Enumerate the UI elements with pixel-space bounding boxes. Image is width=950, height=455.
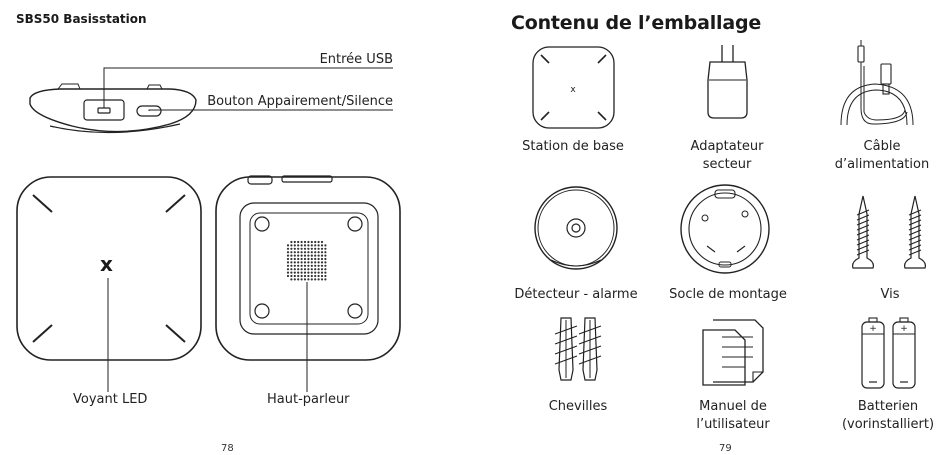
caption-screws: Vis xyxy=(835,286,945,304)
led-label: Voyant LED xyxy=(73,392,147,407)
caption-batteries: Batterien (vorinstalliert) xyxy=(833,398,943,434)
pairing-button-label: Bouton Appairement/Silence xyxy=(207,94,393,109)
user-manual-icon xyxy=(703,320,763,385)
screws-icon xyxy=(853,196,926,268)
usb-cable-icon xyxy=(841,40,913,125)
mounting-plate-icon xyxy=(681,185,769,273)
package-contents-illustrations: x xyxy=(475,0,950,455)
svg-text:+: + xyxy=(869,324,877,334)
speaker-label: Haut-parleur xyxy=(267,392,350,407)
base-station-icon: x xyxy=(533,47,614,128)
wall-plugs-icon xyxy=(555,318,601,380)
caption-cable: Câble d’alimentation xyxy=(827,138,937,174)
caption-base-station: Station de base xyxy=(518,138,628,156)
caption-wall-plugs: Chevilles xyxy=(523,398,633,416)
right-page: Contenu de l’emballage x xyxy=(475,0,950,455)
speaker-grille xyxy=(287,241,327,281)
svg-text:x: x xyxy=(570,85,576,95)
caption-detector: Détecteur - alarme xyxy=(513,286,639,304)
alarm-detector-icon xyxy=(535,187,617,269)
svg-text:+: + xyxy=(900,324,908,334)
caption-manual: Manuel de l’utilisateur xyxy=(678,398,788,434)
x-mark-icon: x xyxy=(100,252,113,276)
caption-adapter: Adaptateur secteur xyxy=(672,138,782,174)
caption-mounting-plate: Socle de montage xyxy=(665,286,791,304)
page-number-left: 78 xyxy=(221,443,234,454)
base-station-side-view xyxy=(0,0,475,455)
batteries-icon: + + xyxy=(862,318,915,388)
usb-label: Entrée USB xyxy=(320,52,393,67)
power-adapter-icon xyxy=(708,45,747,118)
left-page: SBS50 Basisstation Entrée USB Bouton A xyxy=(0,0,475,455)
page-number-right: 79 xyxy=(719,443,732,454)
